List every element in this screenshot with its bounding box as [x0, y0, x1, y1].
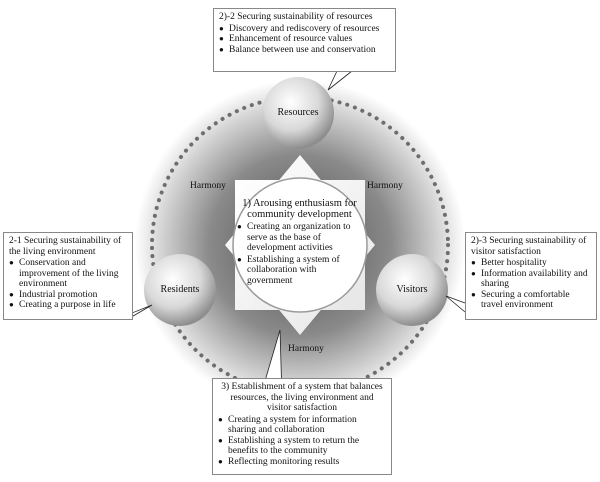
top-callout-box: 2)-2 Securing sustainability of resource… — [213, 8, 396, 72]
center-text: 1) Arousing enthusiasm for community dev… — [237, 198, 362, 287]
visitors-sphere — [376, 254, 448, 326]
harmony-label-right: Harmony — [367, 181, 403, 191]
right-box-item: Better hospitality — [471, 258, 591, 269]
left-box-title: 2-1 Securing sustainability of the livin… — [9, 236, 122, 257]
resources-sphere — [262, 77, 334, 149]
resources-label: Resources — [277, 107, 319, 118]
residents-label: Residents — [160, 284, 200, 295]
left-box-item: Creating a purpose in life — [9, 300, 127, 311]
bottom-box-item: Creating a system for information sharin… — [218, 415, 386, 436]
top-box-item: Balance between use and conservation — [219, 45, 390, 56]
left-box-item: Conservation and improvement of the livi… — [9, 258, 127, 290]
right-callout-box: 2)-3 Securing sustainability of visitor … — [465, 232, 597, 320]
left-box-item: Industrial promotion — [9, 290, 127, 301]
bottom-box-item: Reflecting monitoring results — [218, 457, 386, 468]
left-callout-box: 2-1 Securing sustainability of the livin… — [3, 232, 133, 320]
top-box-item: Discovery and rediscovery of resources — [219, 24, 390, 35]
bottom-box-item: Establishing a system to return the bene… — [218, 436, 386, 457]
harmony-label-bottom: Harmony — [288, 344, 324, 354]
right-box-item: Securing a comfortable travel environmen… — [471, 290, 591, 311]
residents-sphere — [144, 254, 216, 326]
visitors-label: Visitors — [396, 284, 428, 295]
center-item: Establishing a system of collaboration w… — [237, 255, 362, 287]
right-box-title: 2)-3 Securing sustainability of visitor … — [471, 236, 587, 257]
bottom-box-title: 3) Establishment of a system that balanc… — [221, 382, 383, 413]
right-box-item: Information availability and sharing — [471, 269, 591, 290]
top-box-title: 2)-2 Securing sustainability of resource… — [219, 12, 373, 22]
center-title: 1) Arousing enthusiasm for community dev… — [242, 198, 357, 220]
top-box-item: Enhancement of resource values — [219, 34, 390, 45]
center-item: Creating an organization to serve as the… — [237, 222, 362, 254]
bottom-callout-box: 3) Establishment of a system that balanc… — [212, 378, 392, 475]
harmony-label-left: Harmony — [190, 181, 226, 191]
